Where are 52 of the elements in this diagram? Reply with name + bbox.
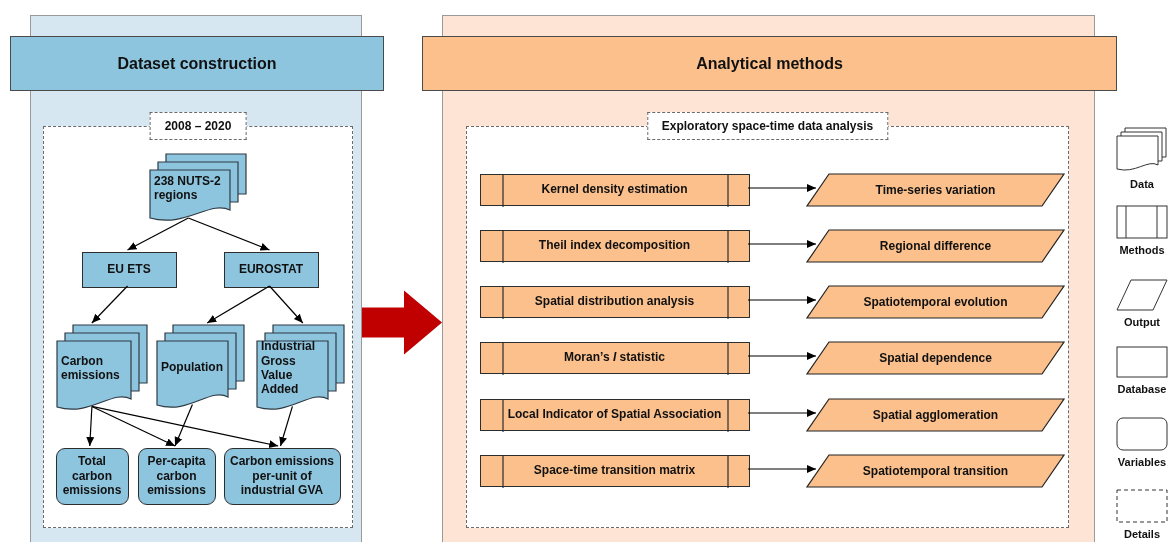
node-text: Time-series variation <box>875 182 996 198</box>
panel-header: Dataset construction <box>10 36 384 91</box>
document-stack <box>257 325 344 411</box>
node-text: Spatial agglomeration <box>872 407 999 423</box>
output-parallelogram <box>807 399 1064 431</box>
legend-label: Output <box>1122 316 1161 328</box>
panel-header: Analytical methods <box>422 36 1117 91</box>
node-text: Carbon emissions per-unit of industrial GVA <box>229 454 335 498</box>
node-text: Moran’s I statistic <box>564 350 665 365</box>
document-stack <box>150 154 246 222</box>
variable-box <box>56 448 129 505</box>
node-text: Population <box>161 359 223 375</box>
output-parallelogram <box>807 286 1064 318</box>
method-box <box>480 342 750 374</box>
method-box <box>480 174 750 206</box>
legend-label: Methods <box>1118 244 1166 256</box>
node-text: EUROSTAT <box>238 262 304 277</box>
database-box <box>82 252 177 288</box>
node-text: Kernel density estimation <box>541 182 688 197</box>
document-stack <box>157 325 244 409</box>
legend-label: Details <box>1122 528 1162 540</box>
output-parallelogram <box>807 455 1064 487</box>
method-box <box>480 286 750 318</box>
method-box <box>480 455 750 487</box>
output-parallelogram <box>807 174 1064 206</box>
group-title: 2008 – 2020 <box>149 112 247 140</box>
node-text: Total carbon emissions <box>61 454 123 498</box>
variable-box <box>138 448 216 505</box>
node-text: Spatiotemporal transition <box>862 463 1009 479</box>
node-text: Carbon emissions <box>61 353 121 383</box>
database-box <box>224 252 319 288</box>
method-box <box>480 399 750 431</box>
output-parallelogram <box>807 230 1064 262</box>
node-text: 238 NUTS-2 regions <box>154 173 222 203</box>
node-text: Local Indicator of Spatial Association <box>507 407 722 422</box>
legend-label: Data <box>1129 178 1155 190</box>
node-text: Regional difference <box>879 238 992 254</box>
node-text: Theil index decomposition <box>538 238 691 253</box>
document-stack <box>57 325 147 411</box>
node-text: Space-time transition matrix <box>533 463 696 478</box>
node-text: Spatial dependence <box>879 350 992 366</box>
variable-box <box>224 448 341 505</box>
node-text: Per-capita carbon emissions <box>146 454 207 498</box>
node-text: EU ETS <box>107 262 151 277</box>
legend-label: Variables <box>1116 456 1168 468</box>
node-text: Spatiotemporal evolution <box>863 294 1008 310</box>
group-title: Exploratory space-time data analysis <box>646 112 889 140</box>
node-text: Spatial distribution analysis <box>534 294 695 309</box>
node-text: Industrial Gross Value Added <box>261 339 316 397</box>
method-box <box>480 230 750 262</box>
output-parallelogram <box>807 342 1064 374</box>
legend-label: Database <box>1116 383 1168 395</box>
